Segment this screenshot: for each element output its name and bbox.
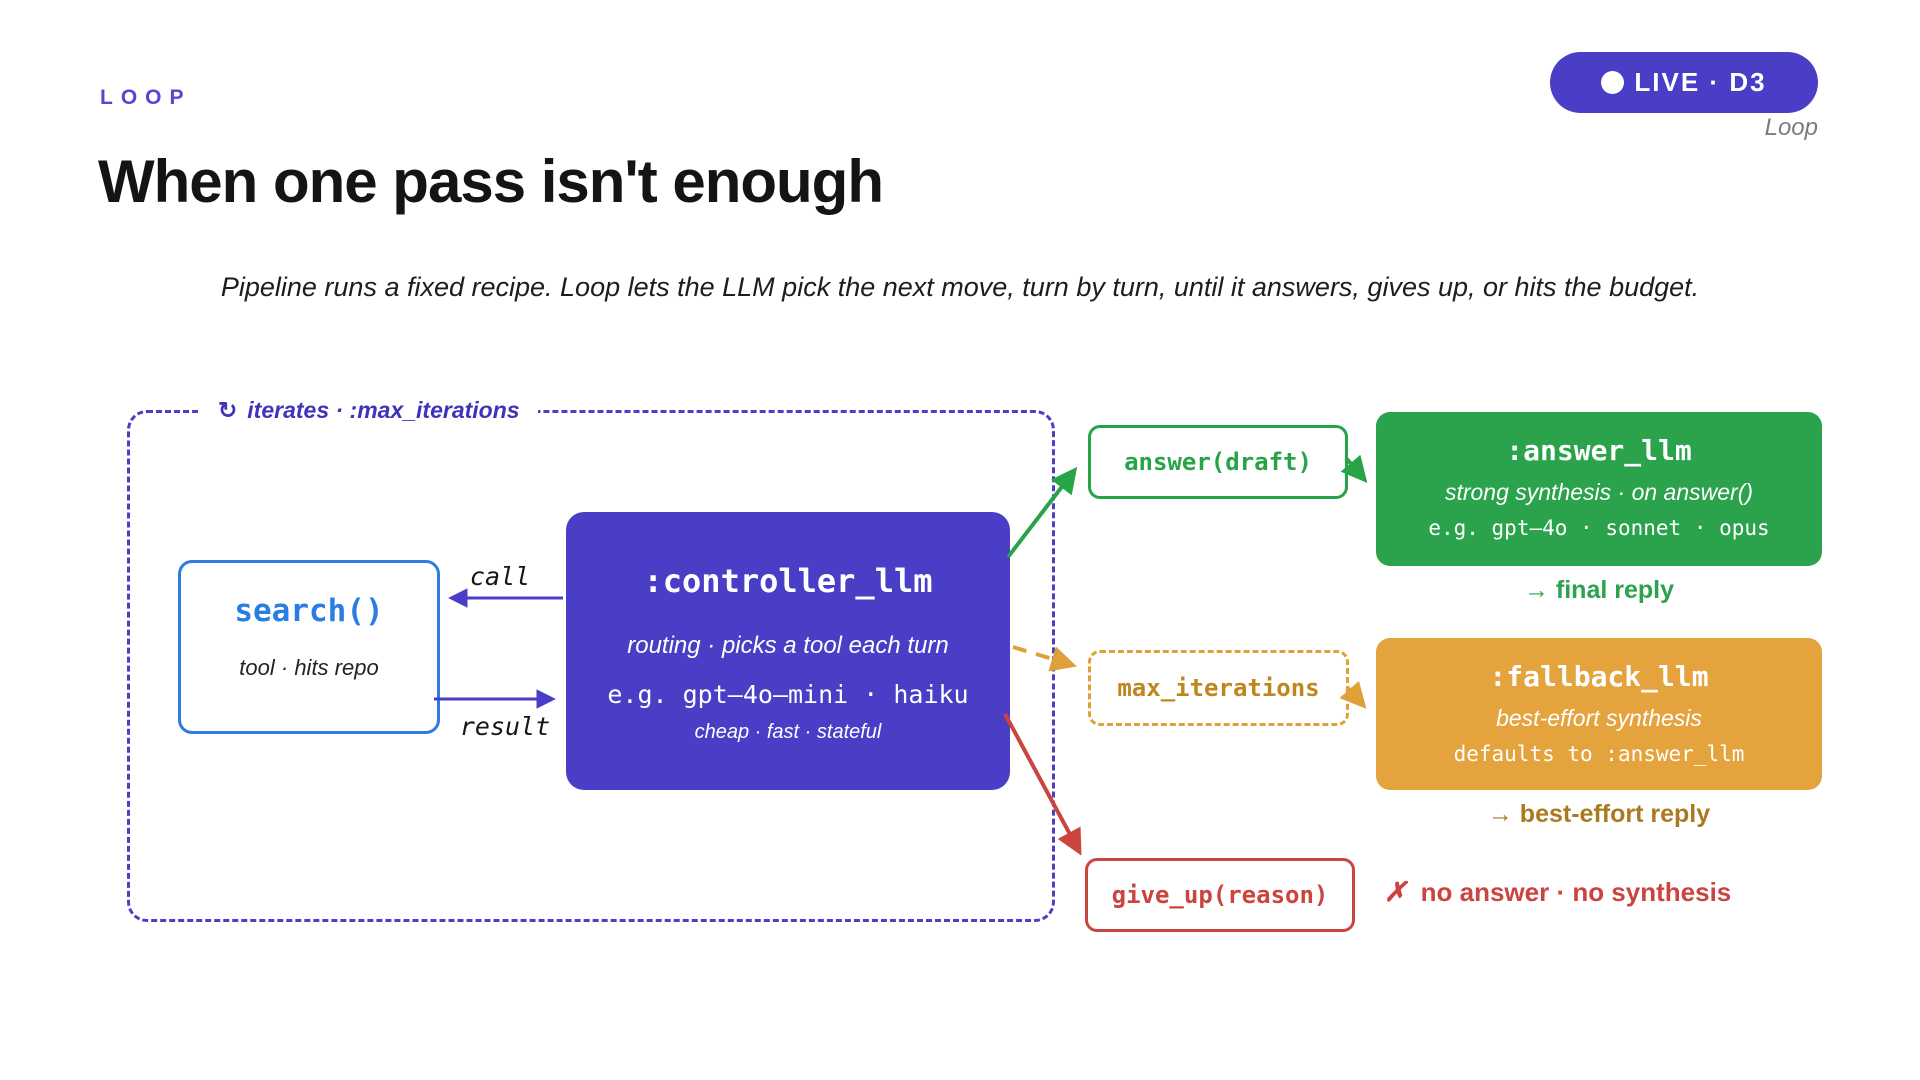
answer-pill-to-box-arrow [1340,454,1368,483]
iterate-loop-icon: ↻ [218,397,238,423]
give-up-note: ✗ no answer · no synthesis [1384,858,1731,926]
live-badge: LIVE · D3 [1550,52,1818,113]
answer-draft-pill: answer(draft) [1088,425,1348,499]
answer-llm-title: :answer_llm [1506,434,1692,467]
result-edge-label: result [459,712,551,741]
fallback-llm-title: :fallback_llm [1489,660,1709,693]
max-pill-to-box-arrow [1339,680,1367,709]
live-badge-label: LIVE · D3 [1634,67,1767,97]
fallback-llm-box: :fallback_llm best-effort synthesis defa… [1376,638,1822,790]
loop-label-text: iterates · :max_iterations [247,397,520,423]
best-effort-reply-note: → best-effort reply [1487,800,1711,828]
cross-icon: ✗ [1384,876,1407,907]
answer-llm-models: e.g. gpt–4o · sonnet · opus [1428,516,1770,540]
fallback-llm-default: defaults to :answer_llm [1453,742,1745,766]
give-up-note-text: no answer · no synthesis [1420,876,1732,907]
search-tool-box: search() tool · hits repo [178,560,440,734]
controller-llm-title: :controller_llm [643,562,933,600]
page-title: When one pass isn't enough [98,148,884,215]
live-dot-icon [1601,71,1625,94]
final-reply-note: → final reply [1523,576,1675,604]
corner-note: Loop [1764,114,1818,141]
search-tool-subtitle: tool · hits repo [239,655,379,680]
controller-llm-box: :controller_llm routing · picks a tool e… [566,512,1010,790]
answer-llm-role: strong synthesis · on answer() [1444,479,1754,505]
give-up-pill: give_up(reason) [1085,858,1355,932]
controller-llm-models: e.g. gpt–4o–mini · haiku [607,680,969,709]
call-edge-label: call [469,562,531,591]
search-tool-title: search() [234,593,384,629]
controller-llm-role: routing · picks a tool each turn [627,632,949,659]
eyebrow-label: LOOP [100,86,192,109]
page-subtitle: Pipeline runs a fixed recipe. Loop lets … [220,272,1700,302]
answer-llm-box: :answer_llm strong synthesis · on answer… [1376,412,1822,566]
fallback-llm-role: best-effort synthesis [1496,705,1702,731]
controller-llm-traits: cheap · fast · stateful [694,721,882,743]
loop-boundary-label: ↻ iterates · :max_iterations [200,391,538,429]
max-iterations-pill: max_iterations [1088,650,1349,726]
